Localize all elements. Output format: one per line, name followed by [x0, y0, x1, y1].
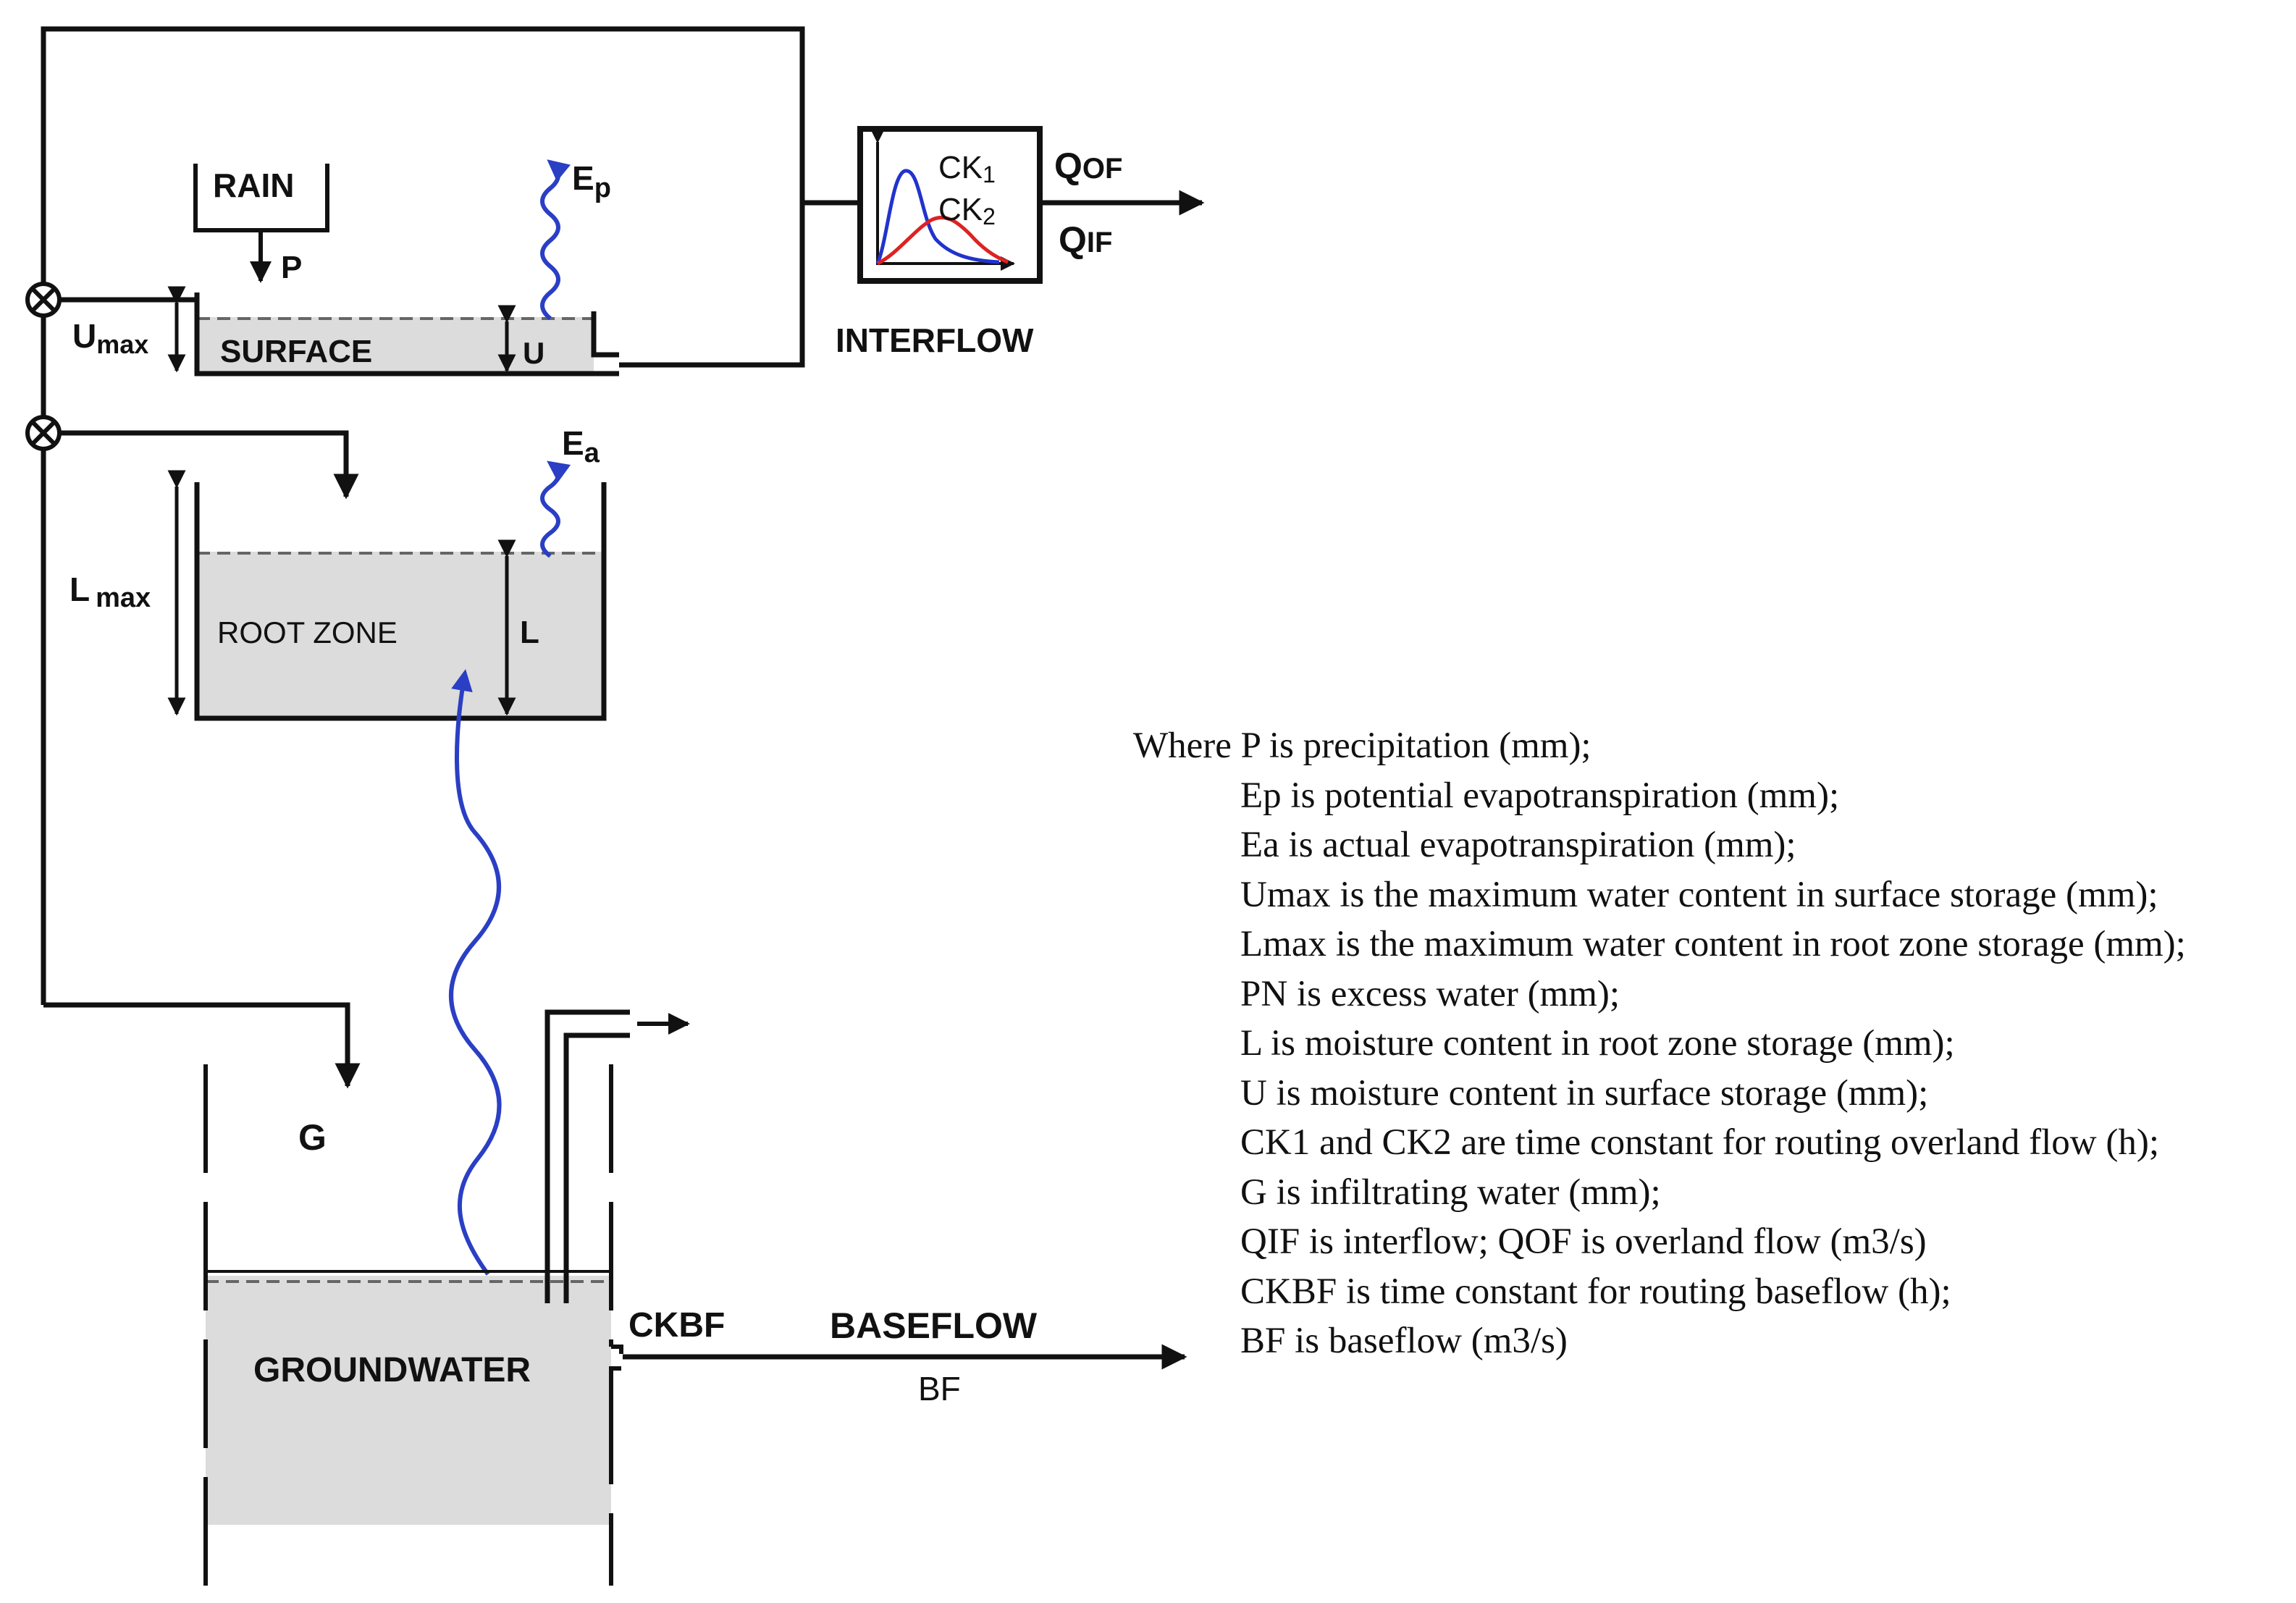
valve-icon [25, 282, 62, 318]
qof-label: QOF [1054, 146, 1122, 186]
l-label: L [520, 615, 539, 650]
legend-item: BF is baseflow (m3/s) [1240, 1321, 1568, 1361]
branch-to-rootzone [59, 430, 359, 500]
u-label: U [523, 336, 544, 370]
ck2-label: CK2 [938, 192, 996, 230]
symbol-legend: Where P is precipitation (mm); Ep is pot… [1133, 721, 2292, 1366]
legend-item: Lmax is the maximum water content in roo… [1240, 924, 2186, 964]
root-zone-label: ROOT ZONE [217, 615, 398, 649]
ckbf-label: CKBF [628, 1306, 725, 1345]
legend-item: QIF is interflow; QOF is overland flow (… [1240, 1221, 1927, 1262]
groundwater-overflow-pipe [544, 1009, 630, 1303]
ep-evaporation-icon [540, 159, 571, 321]
groundwater-label: GROUNDWATER [253, 1351, 531, 1389]
valve-icon [25, 415, 62, 451]
legend-item: CKBF is time constant for routing basefl… [1240, 1271, 1951, 1312]
surface-label: SURFACE [220, 334, 372, 369]
legend-item: U is moisture content in surface storage… [1240, 1072, 1929, 1114]
root-zone-water [197, 552, 604, 717]
legend-item: Ea is actual evapotranspiration (mm); [1240, 825, 1796, 865]
top-loop-line [41, 26, 860, 300]
surface-outlet [591, 311, 619, 358]
legend-item: Umax is the maximum water content in sur… [1240, 874, 2158, 915]
hydrograph-ck2-curve [876, 215, 1009, 266]
baseflow-label: BASEFLOW [830, 1305, 1038, 1346]
legend-item: PN is excess water (mm); [1240, 973, 1620, 1014]
legend-item: G is infiltrating water (mm); [1240, 1171, 1661, 1213]
ep-label: Ep [572, 159, 611, 203]
interflow-box[interactable] [857, 126, 1043, 284]
umax-label: Umax [72, 317, 148, 359]
ck1-label: CK1 [938, 150, 996, 188]
rain-label: RAIN [213, 167, 294, 204]
capillary-rise-wave-icon [449, 669, 502, 1276]
branch-to-groundwater [43, 1002, 361, 1089]
interflow-label: INTERFLOW [836, 321, 1034, 359]
root-zone-tank[interactable] [194, 482, 607, 721]
legend-intro: Where P is precipitation (mm); [1133, 725, 1591, 766]
precipitation-label: P [281, 250, 302, 285]
surface-tank[interactable] [194, 293, 619, 376]
ea-label: Ea [562, 424, 600, 468]
groundwater-water [206, 1276, 611, 1525]
surface-return-line [619, 203, 805, 368]
legend-item: CK1 and CK2 are time constant for routin… [1240, 1122, 2160, 1163]
legend-item: L is moisture content in root zone stora… [1240, 1023, 1955, 1064]
g-label: G [298, 1117, 327, 1158]
ea-evaporation-icon [540, 460, 571, 558]
legend-item: Ep is potential evapotranspiration (mm); [1240, 775, 1840, 816]
hydrograph-ck1-curve [875, 169, 1000, 264]
surface-water [197, 317, 594, 374]
qif-label: QIF [1059, 219, 1112, 260]
routing-lines [41, 26, 860, 1089]
rain-gauge [193, 164, 329, 283]
groundwater-tank[interactable] [203, 1064, 623, 1586]
bf-label: BF [918, 1370, 961, 1408]
